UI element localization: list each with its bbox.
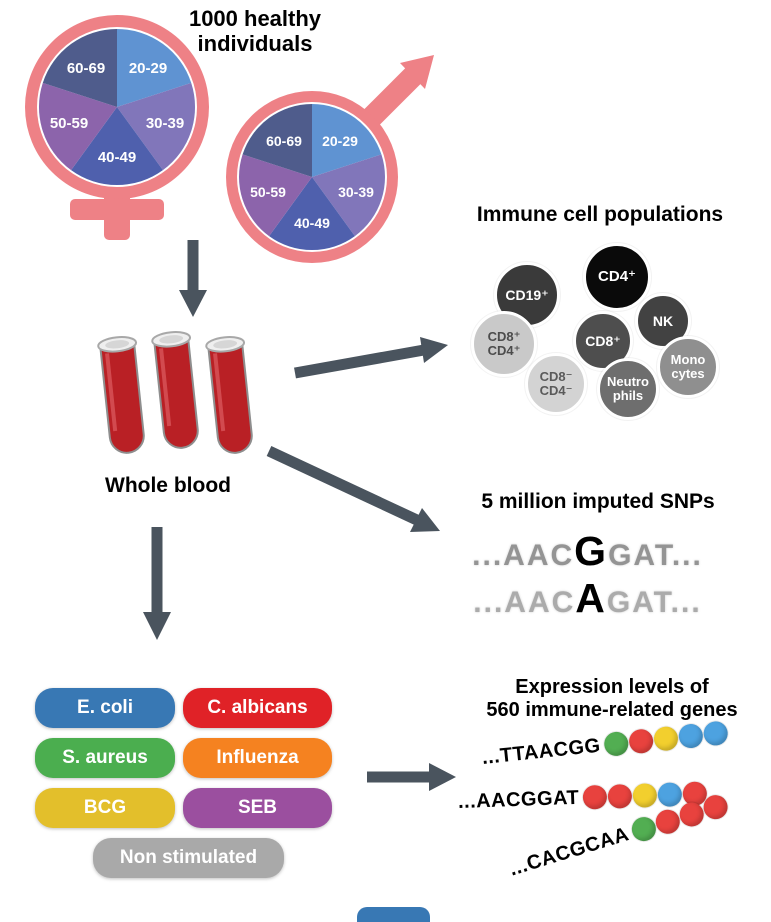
cell-cd8-cd4-double-neg: CD8⁻ CD4⁻ — [525, 353, 587, 415]
male-symbol: 20-29 30-39 40-49 50-59 60-69 — [226, 55, 434, 263]
cell-neutrophils: Neutro phils — [597, 358, 659, 420]
cell-label: CD8⁺ — [585, 332, 621, 349]
expression-title: Expression levels of 560 immune-related … — [486, 676, 738, 721]
snp-seq-pre: ...AAC — [473, 586, 576, 619]
pie-slice-30-39 — [312, 154, 385, 237]
snp-variant-letter: A — [575, 575, 607, 621]
stimulus-label: C. albicans — [207, 697, 308, 718]
cell-label: CD8⁻ CD4⁻ — [539, 369, 573, 398]
female-age-pie: 20-29 30-39 40-49 50-59 60-69 — [38, 29, 196, 186]
stimulus-s-aureus: S. aureus — [35, 738, 175, 778]
stimulus-bcg: BCG — [35, 788, 175, 828]
stimulus-seb: SEB — [183, 788, 332, 828]
expression-bead — [677, 722, 705, 750]
stimulus-label: SEB — [237, 797, 278, 818]
pie-label: 60-69 — [67, 60, 105, 77]
stimulus-label: E. coli — [77, 697, 133, 718]
pie-slice-40-49 — [71, 107, 163, 186]
arrow-to-immune-cells — [294, 337, 448, 379]
blood-tube — [205, 336, 253, 454]
pie-slice-60-69 — [242, 104, 312, 177]
cell-label: CD4⁺ — [598, 268, 636, 286]
pie-slice-20-29 — [117, 29, 192, 107]
cell-label: Neutro phils — [607, 374, 649, 403]
pie-label: 50-59 — [50, 115, 88, 132]
expression-bead — [632, 783, 658, 808]
cell-monocytes: Mono cytes — [657, 336, 719, 398]
female-symbol: 20-29 30-39 40-49 50-59 60-69 — [25, 15, 209, 240]
pie-label: 60-69 — [266, 133, 302, 149]
immune-cells-title: Immune cell populations — [476, 203, 724, 226]
snp-seq-pre: ...AAC — [472, 539, 575, 572]
male-age-pie: 20-29 30-39 40-49 50-59 60-69 — [239, 104, 385, 251]
arrow-to-snps — [266, 446, 440, 532]
blood-tube — [97, 336, 145, 454]
expression-bead — [702, 720, 729, 747]
stimulus-label: S. aureus — [62, 747, 148, 768]
cell-cd8-cd4-double-pos: CD8⁺ CD4⁺ — [471, 311, 537, 377]
pie-label: 30-39 — [338, 184, 374, 200]
male-arrow-head — [400, 55, 434, 89]
cell-label: CD19⁺ — [505, 286, 549, 303]
pie-slice-50-59 — [239, 154, 312, 237]
pie-label: 30-39 — [146, 115, 184, 132]
expression-bead — [582, 784, 608, 810]
blood-tubes — [97, 331, 253, 454]
pie-slice-20-29 — [312, 104, 382, 177]
female-crossbar — [70, 199, 164, 220]
pie-slice-40-49 — [269, 177, 355, 251]
expression-bead — [652, 725, 680, 752]
pie-slice-60-69 — [42, 29, 117, 107]
male-arrow-shaft — [362, 66, 423, 127]
arrow-to-expression — [367, 763, 456, 791]
immune-cell-cluster: CD19⁺ CD4⁺ NK CD8⁺ CD4⁺ CD8⁺ Mono cytes … — [455, 240, 767, 440]
blood-tube — [151, 331, 199, 449]
pie-label: 40-49 — [294, 215, 330, 231]
pie-slice-30-39 — [117, 82, 196, 171]
stimulus-non-stimulated: Non stimulated — [93, 838, 284, 878]
stimulus-label: BCG — [83, 797, 127, 818]
snps-title: 5 million imputed SNPs — [481, 490, 715, 513]
snp-sequences: ...AACGGAT... ...AACAGAT... — [415, 530, 760, 624]
gene-sequence: ...AACGGAT — [457, 786, 580, 813]
snp-variant-letter: G — [574, 528, 609, 574]
arrow-to-stimulations — [143, 527, 171, 640]
pie-label: 20-29 — [129, 60, 167, 77]
whole-blood-label: Whole blood — [105, 474, 231, 497]
cohort-title: 1000 healthy individuals — [188, 6, 322, 57]
stimulus-c-albicans: C. albicans — [183, 688, 332, 728]
pie-label: 50-59 — [250, 184, 286, 200]
snp-seq-post: GAT... — [608, 539, 703, 572]
pie-label: 20-29 — [322, 133, 358, 149]
stimulus-label: Influenza — [216, 747, 299, 768]
cell-label: CD8⁺ CD4⁺ — [487, 329, 521, 358]
stimulus-e-coli: E. coli — [35, 688, 175, 728]
arrow-to-blood — [179, 240, 207, 317]
stimulus-influenza: Influenza — [183, 738, 332, 778]
snp-line-ref: ...AACGGAT... — [415, 530, 760, 577]
cell-label: NK — [652, 312, 674, 329]
stimulus-label: Non stimulated — [119, 847, 258, 868]
expression-bead — [657, 782, 683, 808]
snp-seq-post: GAT... — [606, 586, 702, 619]
cell-label: Mono cytes — [670, 352, 706, 381]
expression-bead — [627, 728, 655, 755]
cell-cd4-pos: CD4⁺ — [583, 243, 651, 311]
pie-slice-50-59 — [38, 82, 117, 171]
pie-label: 40-49 — [98, 149, 136, 166]
expression-bead — [607, 783, 633, 809]
snp-line-alt: ...AACAGAT... — [415, 577, 760, 624]
cutoff-pill — [357, 907, 430, 922]
expression-bead — [603, 730, 630, 758]
